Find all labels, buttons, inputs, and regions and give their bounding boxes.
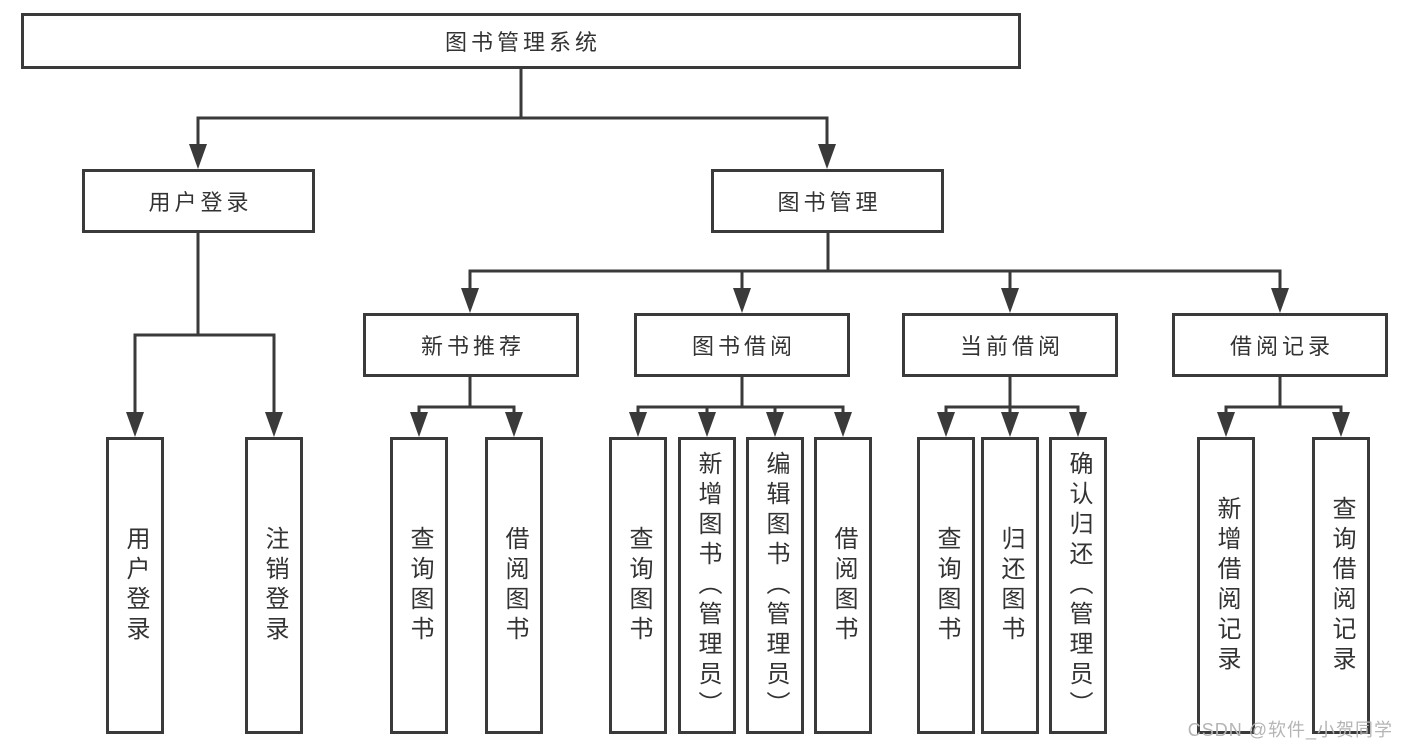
leaf-query-books-recommend: 查询图书 [390,437,448,734]
leaf-query-borrow-record: 查询借阅记录 [1312,437,1370,734]
edge-current-borrow-to-leaves [937,375,1087,437]
arrowhead-down-icon [189,144,207,169]
leaf-logout: 注销登录 [245,437,303,734]
arrowhead-down-icon [265,412,283,437]
leaf-return-book: 归还图书 [981,437,1039,734]
edge-root-to-level2 [189,67,836,169]
connector-line [636,375,845,433]
node-current-borrow: 当前借阅 [902,313,1118,377]
arrowhead-down-icon [1332,412,1350,437]
arrowhead-down-icon [733,288,751,313]
arrowhead-down-icon [126,412,144,437]
arrowhead-down-icon [629,412,647,437]
arrowhead-down-icon [818,144,836,169]
leaf-query-books-current: 查询图书 [917,437,975,734]
arrowhead-down-icon [698,412,716,437]
leaf-add-book-admin: 新增图书（管理员） [678,437,736,734]
leaf-borrow-books-recommend: 借阅图书 [485,437,543,734]
arrowhead-down-icon [410,412,428,437]
connector-line [417,375,516,433]
arrowhead-down-icon [1271,288,1289,313]
node-user-login: 用户登录 [82,169,315,233]
arrowhead-down-icon [1001,288,1019,313]
edge-book-management-to-level3 [461,231,1289,313]
edge-user-login-to-leaves [126,231,283,437]
arrowhead-down-icon [834,412,852,437]
connector-line [1224,375,1343,433]
arrowhead-down-icon [1217,412,1235,437]
connector-line [944,375,1080,433]
arrowhead-down-icon [1001,412,1019,437]
watermark: CSDN @软件_小贺同学 [1187,720,1393,740]
leaf-query-books-borrow: 查询图书 [609,437,667,734]
leaf-confirm-return-admin: 确认归还（管理员） [1049,437,1107,734]
arrowhead-down-icon [766,412,784,437]
node-book-borrow: 图书借阅 [634,313,850,377]
node-book-management: 图书管理 [711,169,944,233]
edge-new-book-recommend-to-leaves [410,375,523,437]
edge-book-borrow-to-leaves [629,375,852,437]
arrowhead-down-icon [461,288,479,313]
node-borrow-records: 借阅记录 [1172,313,1388,377]
connector-line [468,231,1282,309]
edge-borrow-records-to-leaves [1217,375,1350,437]
node-new-book-recommend: 新书推荐 [363,313,579,377]
arrowhead-down-icon [505,412,523,437]
leaf-borrow-books: 借阅图书 [814,437,872,734]
node-library-system: 图书管理系统 [21,13,1021,69]
arrowhead-down-icon [1069,412,1087,437]
leaf-user-login: 用户登录 [106,437,164,734]
connector-line [133,231,276,433]
leaf-edit-book-admin: 编辑图书（管理员） [746,437,804,734]
connector-line [196,67,829,165]
leaf-add-borrow-record: 新增借阅记录 [1197,437,1255,734]
arrowhead-down-icon [937,412,955,437]
